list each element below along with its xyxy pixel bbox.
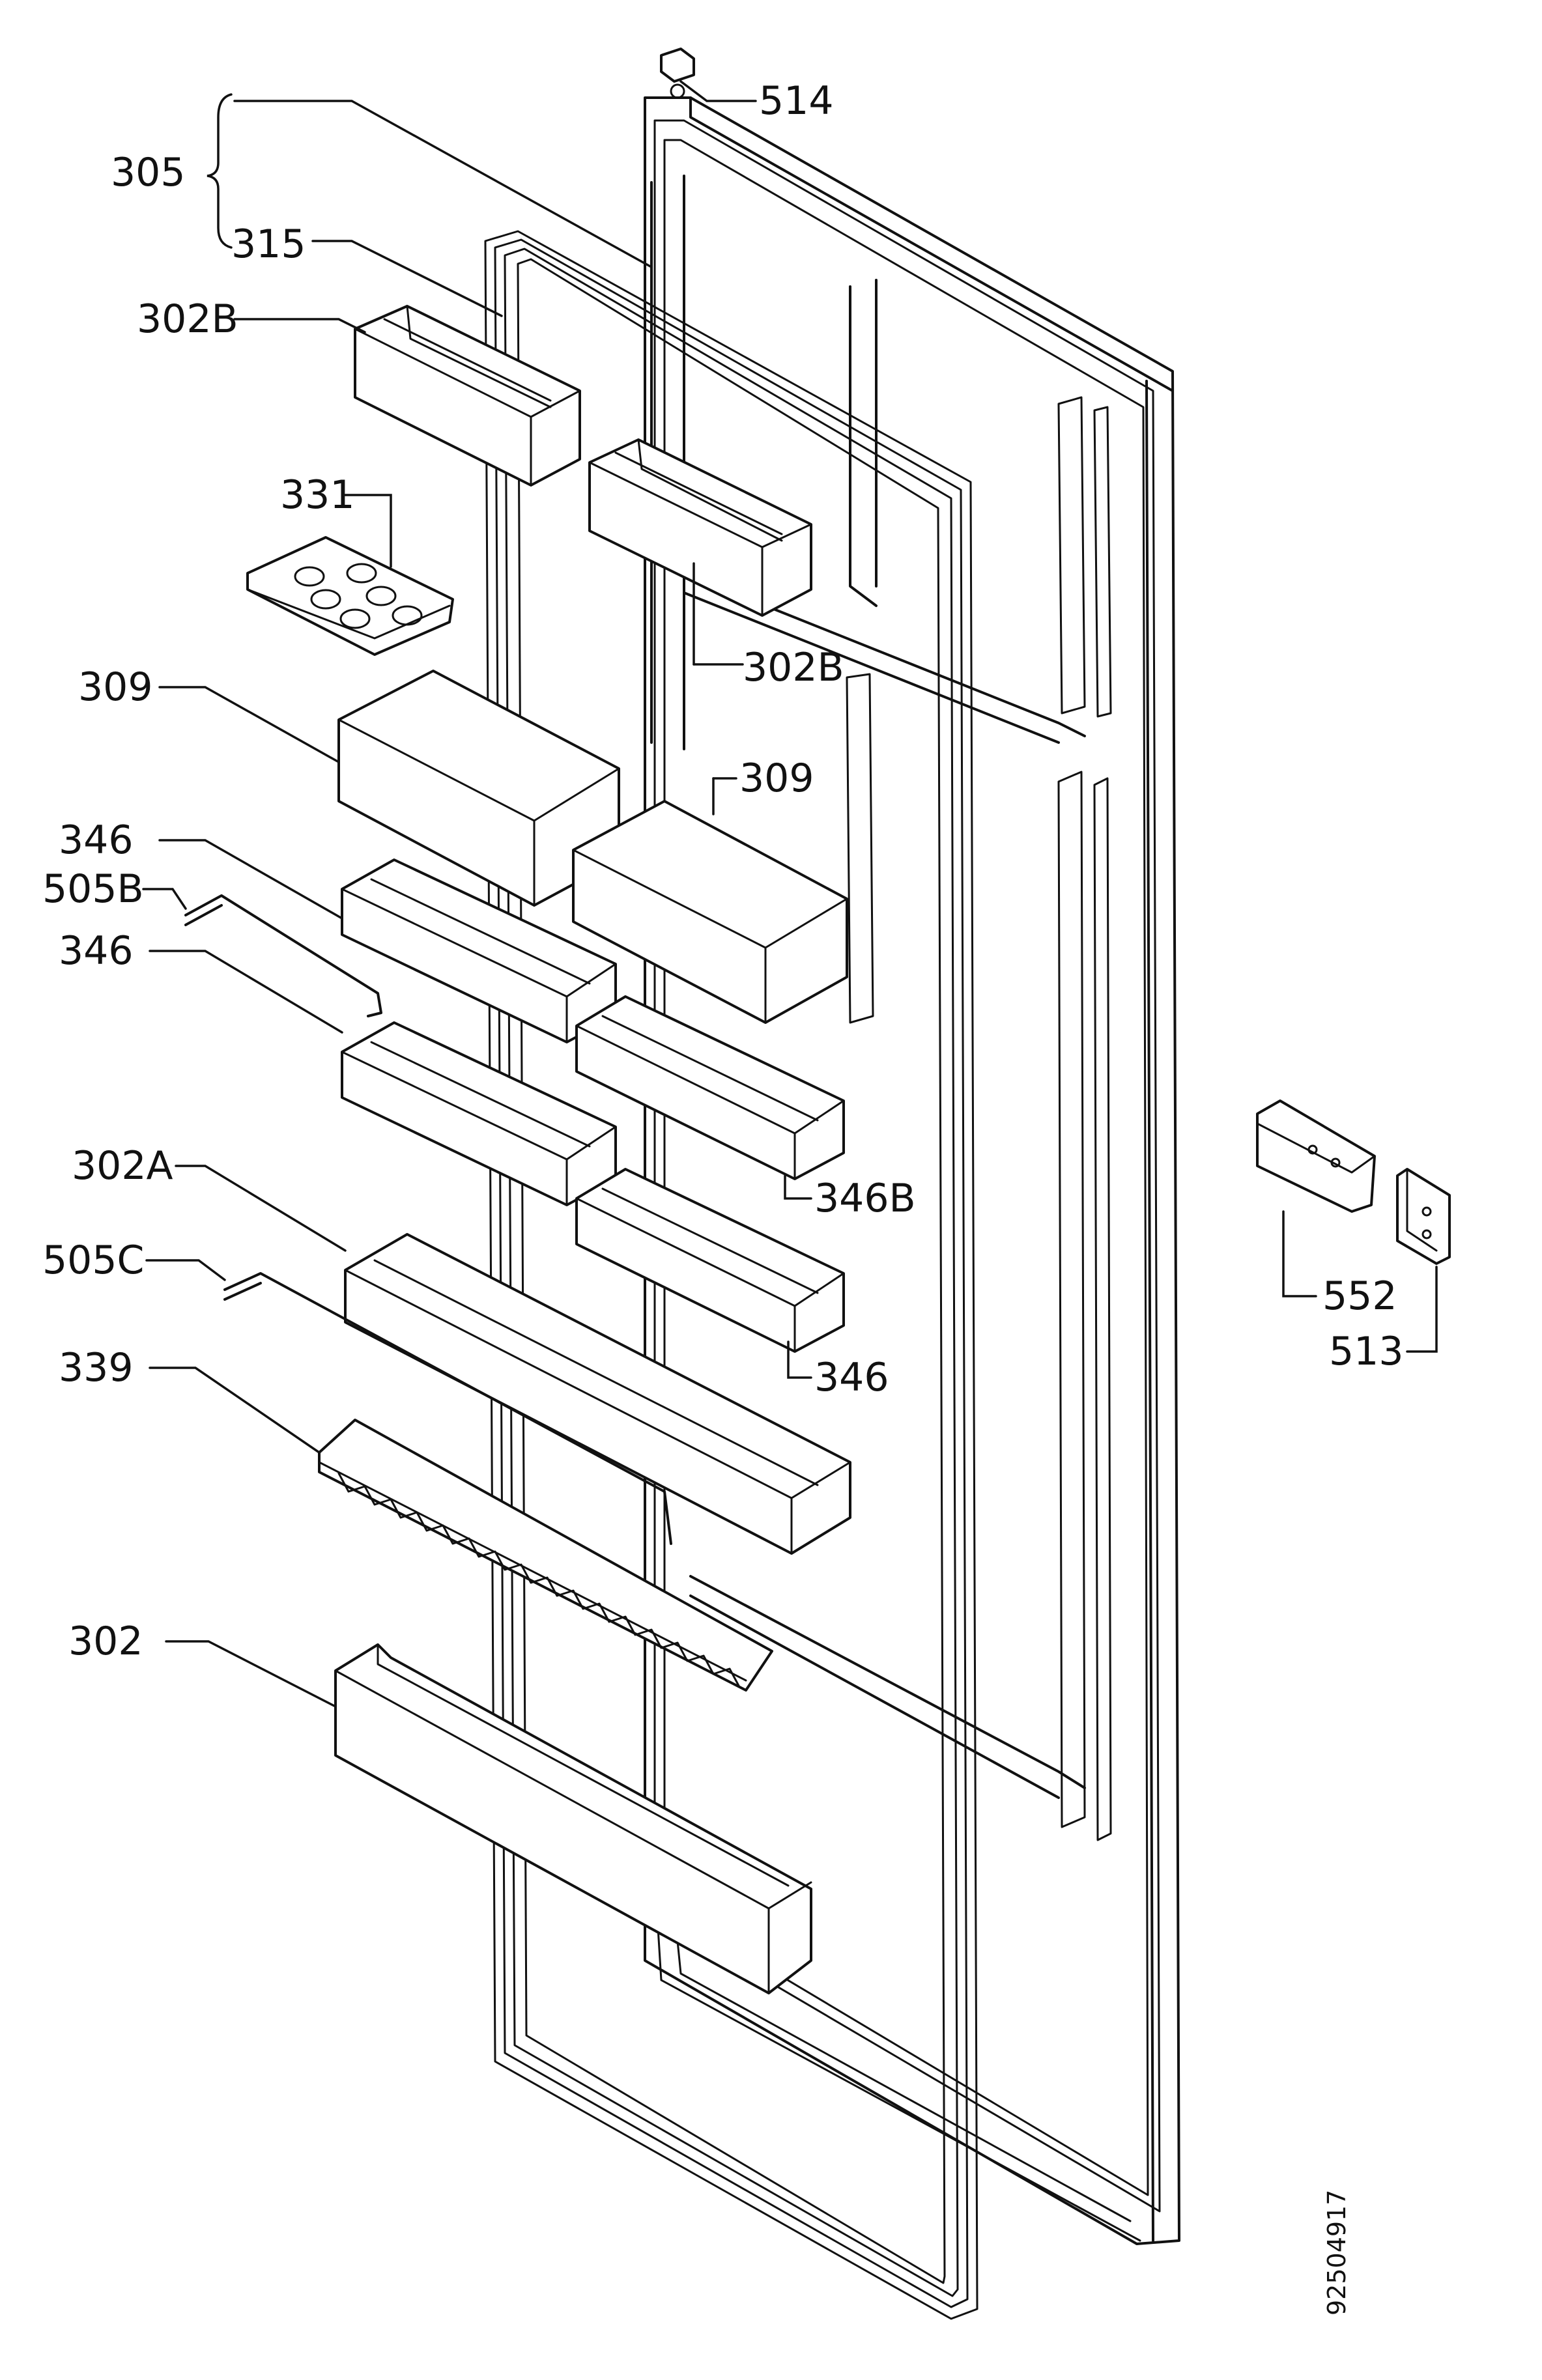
door-panel [644,96,1180,2245]
label-309-left: 309 [78,664,153,710]
label-513: 513 [1329,1329,1404,1374]
label-346-a: 346 [59,817,134,863]
bin-346b [575,995,845,1180]
label-309-right: 309 [739,756,814,801]
bin-346-b [341,1021,617,1206]
label-315: 315 [231,221,306,267]
label-331: 331 [280,472,355,518]
door-gasket [484,230,978,2320]
bracket-513 [1396,1168,1451,1265]
label-346b: 346B [814,1176,916,1221]
label-505b: 505B [42,866,144,912]
label-346-c: 346 [814,1355,889,1400]
label-302b-top: 302B [137,296,238,342]
box-309-right [572,800,848,1024]
shelf-302a [344,1233,851,1555]
egg-tray-331 [246,536,454,656]
document-id: 92504917 [1322,2190,1351,2316]
bracket-552 [1256,1099,1376,1213]
bin-346-c [575,1168,845,1353]
bar-505b [184,894,382,1017]
shelf-302b-top [354,305,581,487]
label-552: 552 [1322,1273,1397,1319]
label-339: 339 [59,1345,134,1391]
shelf-302 [334,1643,812,1994]
part-labels: 305 315 302B 331 302B 309 309 346 505B 3… [42,78,1404,2316]
label-305: 305 [111,150,186,195]
label-302b-mid: 302B [743,645,844,690]
label-505c: 505C [42,1238,144,1283]
rack-339 [318,1419,773,1692]
bar-505c [223,1272,672,1545]
label-302: 302 [68,1619,143,1664]
label-302a: 302A [72,1143,173,1189]
hinge-514 [660,48,695,99]
shelf-302b-mid [588,438,812,617]
label-346-b: 346 [59,928,134,974]
leader-lines [142,80,1438,1708]
label-514: 514 [759,78,834,124]
